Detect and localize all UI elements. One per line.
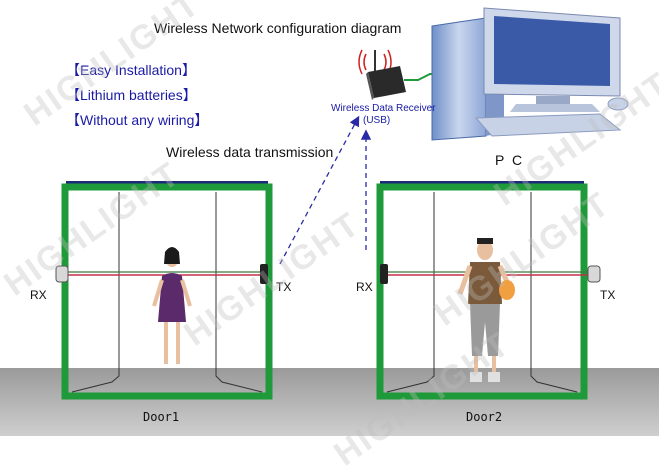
man-figure-icon <box>457 238 515 382</box>
receiver-usb-label: (USB) <box>363 115 391 126</box>
transmission-label: Wireless data transmission <box>166 144 334 160</box>
door1-rx-sensor <box>55 265 69 283</box>
wireless-receiver-icon <box>358 49 406 100</box>
feature-easy-installation: 【Easy Installation】 <box>66 62 196 78</box>
woman-figure-icon <box>152 247 192 364</box>
diagram-title: Wireless Network configuration diagram <box>154 20 402 36</box>
door1-tx-label: TX <box>276 280 292 294</box>
door2-frame <box>376 183 588 400</box>
door2-label: Door2 <box>466 410 503 424</box>
door1-panel-right <box>215 192 263 393</box>
feature-lithium-batteries: 【Lithium batteries】 <box>66 87 197 103</box>
door1-rx-label: RX <box>30 288 47 302</box>
door2-tx-label: TX <box>600 288 616 302</box>
pc-label: P C <box>495 152 525 168</box>
feature-without-wiring: 【Without any wiring】 <box>66 112 209 128</box>
door2-rx-sensor <box>380 264 388 284</box>
floor <box>0 368 659 436</box>
door2 <box>376 181 601 400</box>
door1-label: Door1 <box>143 410 180 424</box>
receiver-label: Wireless Data Receiver <box>331 103 436 114</box>
pc-icon <box>431 7 629 141</box>
door2-rx-label: RX <box>356 280 373 294</box>
door2-panel-right <box>530 192 578 393</box>
door2-panel-left <box>386 192 435 393</box>
diagram-graphics <box>0 7 659 436</box>
door1-panel-left <box>71 192 120 393</box>
door1-tx-sensor <box>260 264 268 284</box>
door1 <box>55 181 273 400</box>
wireless-link-door1 <box>279 115 360 265</box>
door1-frame <box>61 183 273 400</box>
door2-tx-sensor <box>587 265 601 283</box>
